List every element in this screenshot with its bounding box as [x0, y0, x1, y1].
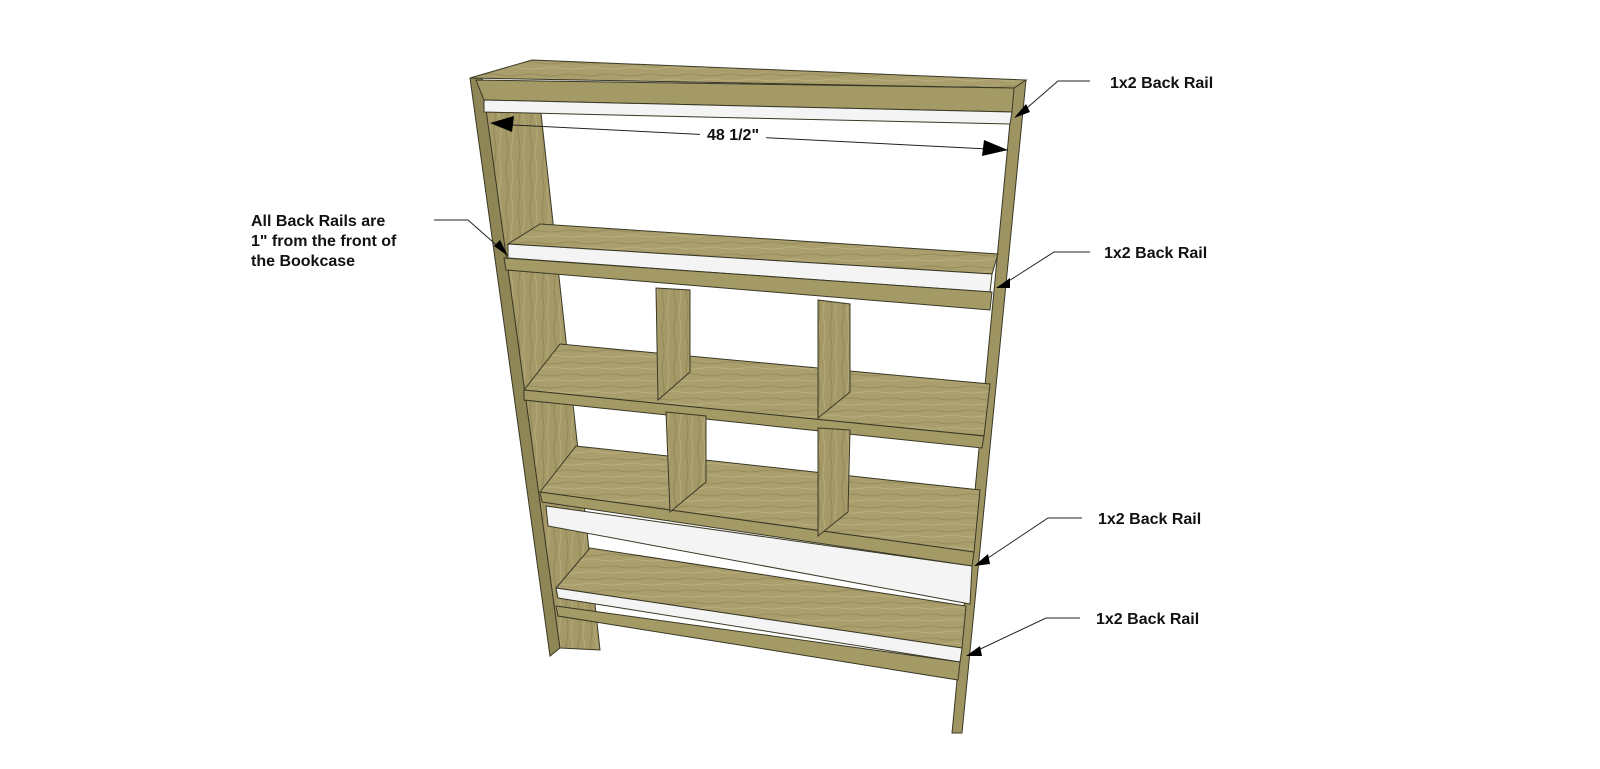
- note-line-2: 1" from the front of: [251, 233, 397, 250]
- note-line-1: All Back Rails are: [251, 213, 386, 230]
- shelf-1: [503, 223, 999, 311]
- back-rail-note: All Back Rails are 1" from the front of …: [251, 212, 441, 272]
- callout-label-4: 1x2 Back Rail: [1096, 611, 1199, 628]
- shelf-bottom: [555, 547, 967, 681]
- callout-label-3: 1x2 Back Rail: [1098, 511, 1201, 528]
- shelf-3: [539, 445, 981, 567]
- back-rail-top: [483, 99, 1013, 125]
- dividers-lower: [665, 411, 851, 538]
- shelf-2: [523, 343, 991, 449]
- dimension-label: 48 1/2": [707, 127, 759, 144]
- callout-label-2: 1x2 Back Rail: [1104, 245, 1207, 262]
- note-line-3: the Bookcase: [251, 253, 356, 270]
- callout-leaders: [434, 80, 1090, 656]
- callout-label-1: 1x2 Back Rail: [1110, 75, 1213, 92]
- dimension-arrow: 48 1/2": [490, 116, 1009, 156]
- back-rail-lower: [545, 505, 973, 605]
- dividers-upper: [655, 287, 851, 420]
